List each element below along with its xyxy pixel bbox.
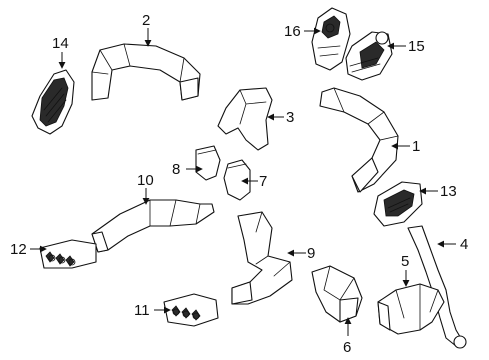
part-1-right-duct (319, 87, 399, 193)
part-3-duct-connector (217, 87, 273, 151)
part-8-small-duct (195, 145, 221, 181)
part-14-side-vent (31, 69, 75, 135)
part-2-upper-duct (91, 43, 201, 101)
callout-13: 13 (440, 183, 457, 200)
callout-8: 8 (172, 161, 180, 178)
part-11-vent-grille (163, 293, 219, 327)
callout-9: 9 (307, 245, 315, 262)
callout-7: 7 (259, 173, 267, 190)
part-7-small-duct (223, 159, 251, 201)
callout-4: 4 (460, 236, 468, 253)
callout-1: 1 (412, 138, 420, 155)
callout-6: 6 (343, 339, 351, 356)
callout-5: 5 (401, 253, 409, 270)
part-4-drain-hose (407, 225, 467, 349)
callout-10: 10 (137, 172, 154, 189)
callout-15: 15 (408, 38, 425, 55)
part-13-center-vent (373, 181, 423, 227)
callout-3: 3 (286, 109, 294, 126)
callout-14: 14 (52, 35, 69, 52)
callout-2: 2 (142, 12, 150, 29)
part-5-floor-duct (377, 283, 445, 335)
callout-16: 16 (284, 23, 301, 40)
part-6-duct-adapter (311, 265, 363, 323)
part-12-vent-grille (39, 239, 97, 269)
part-16-sensor-bracket (311, 7, 351, 71)
part-10-lower-duct (91, 199, 215, 253)
callout-12: 12 (10, 241, 27, 258)
part-9-rear-duct (231, 211, 293, 305)
part-15-actuator (345, 31, 393, 81)
callout-11: 11 (134, 302, 150, 319)
